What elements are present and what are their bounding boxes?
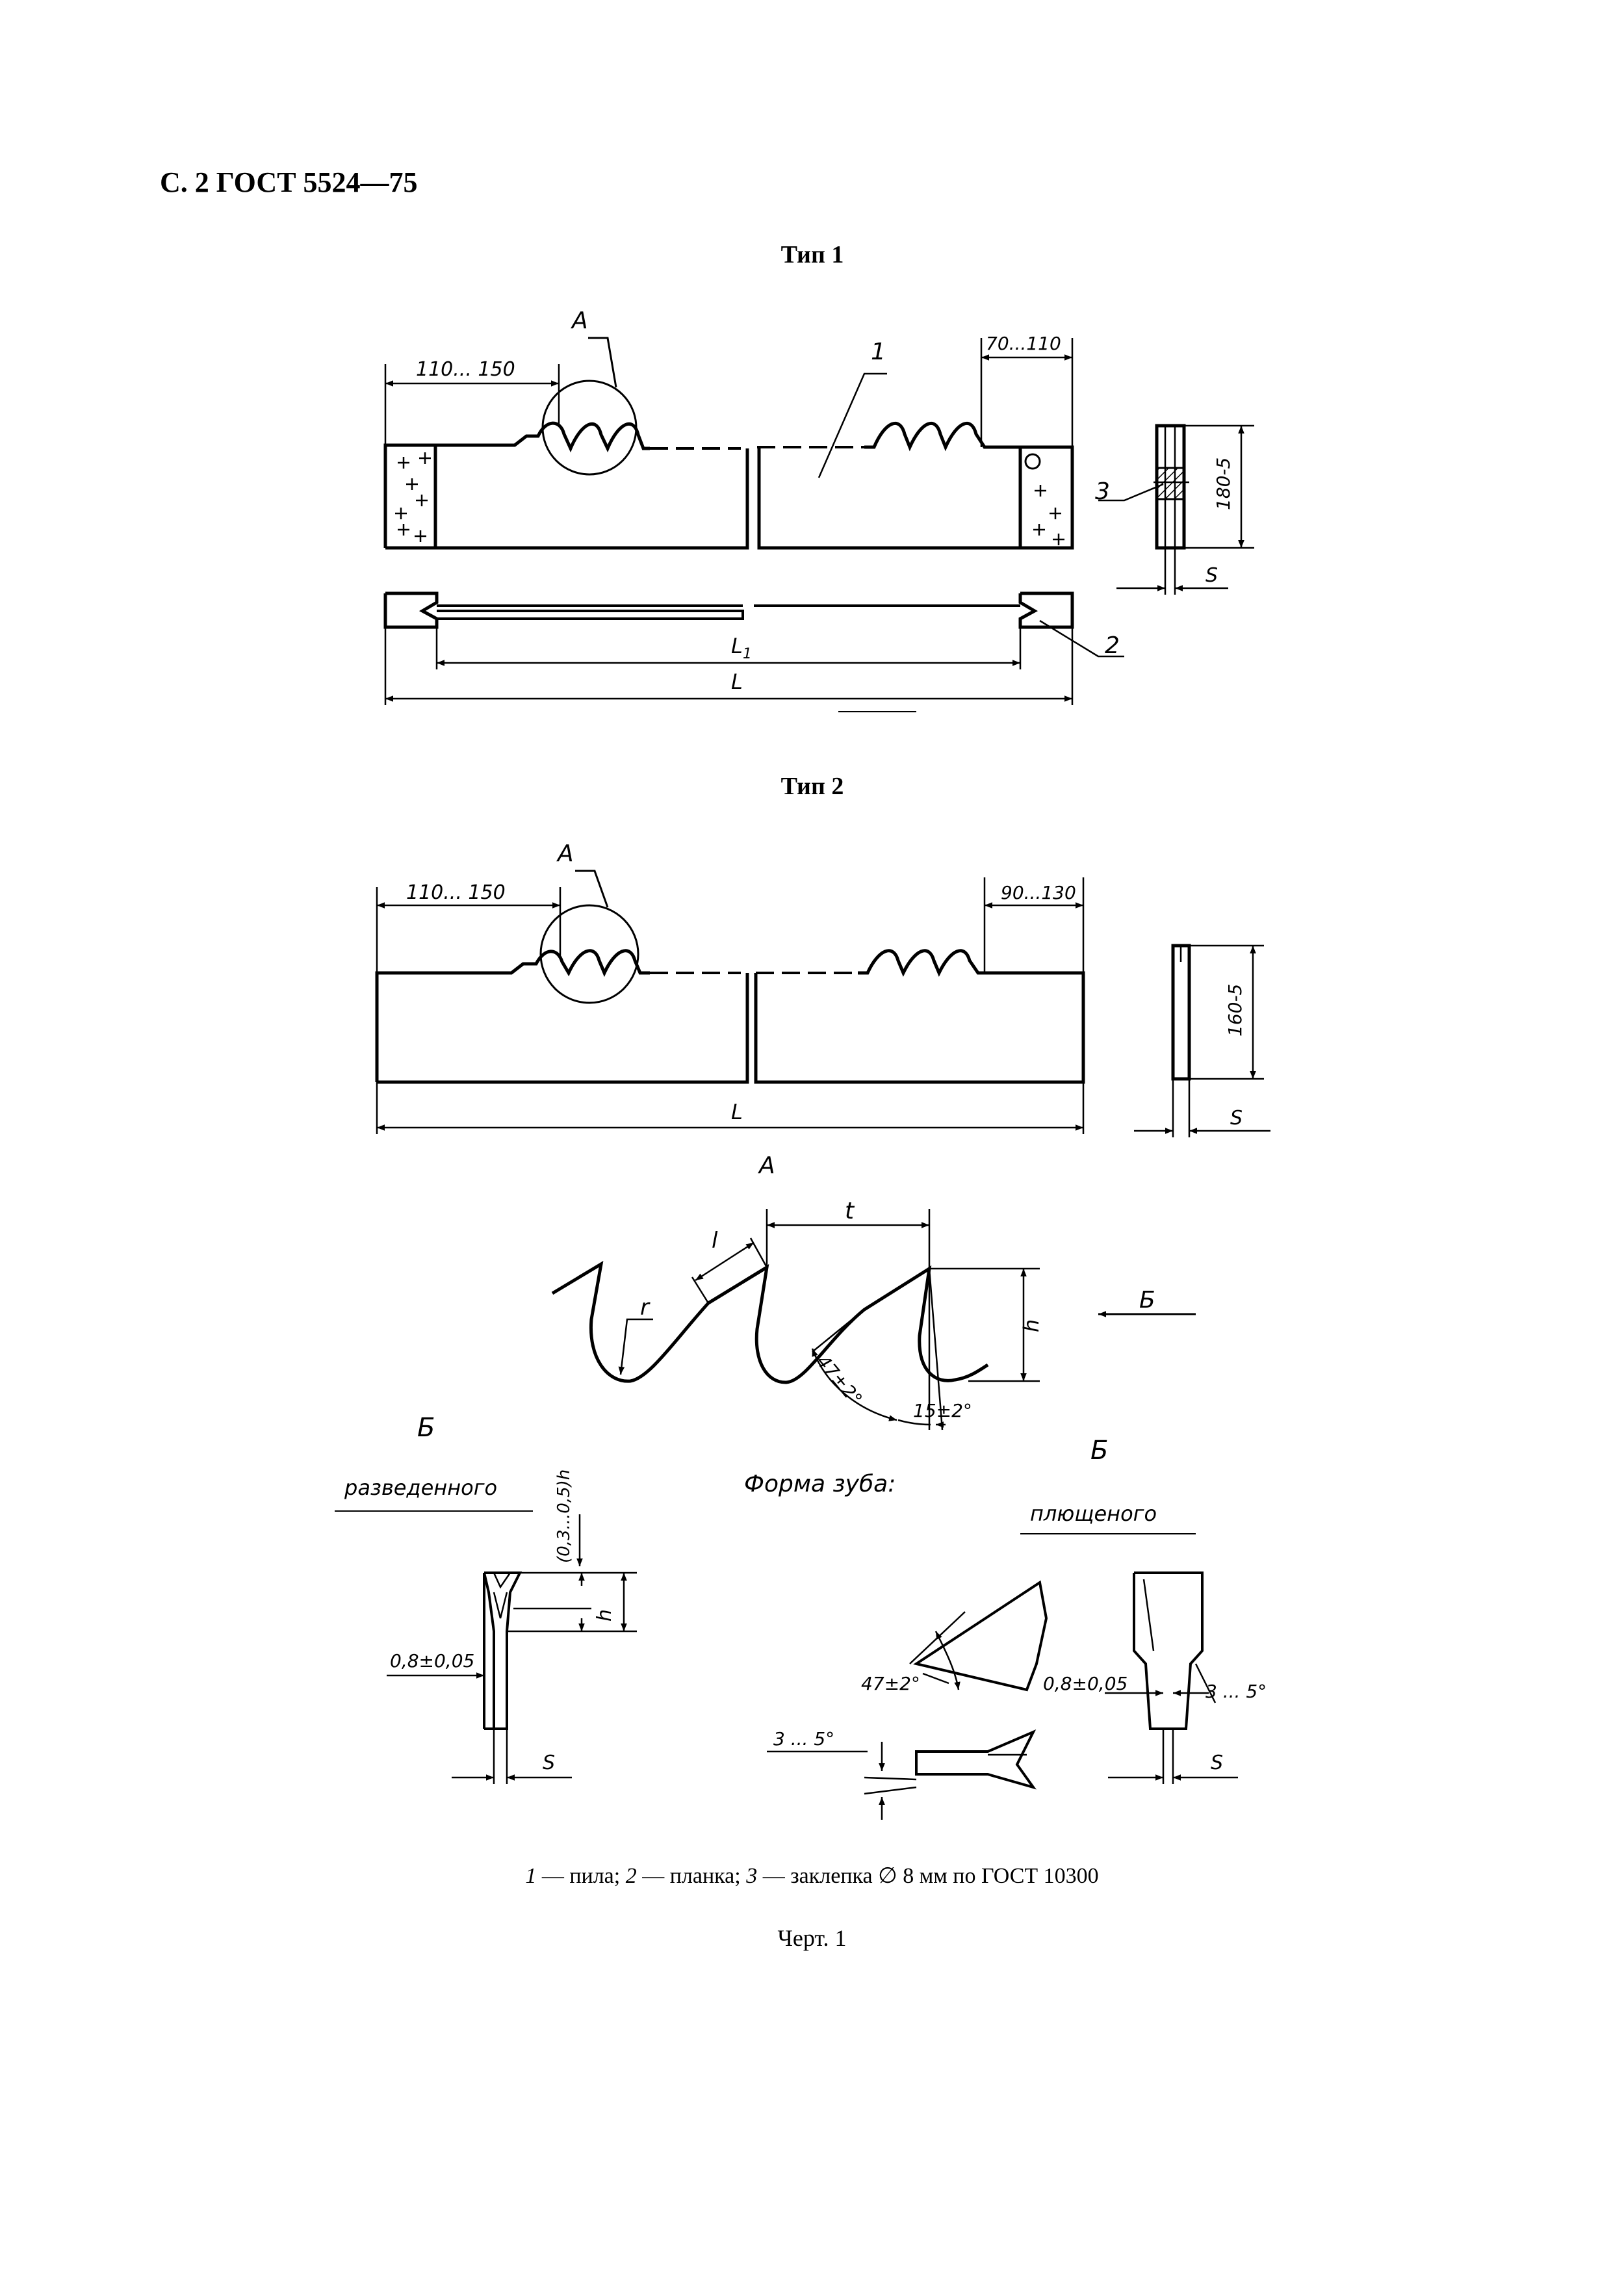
type1-dim-l1-sub: 1 [743,646,752,662]
swaged-tooth-dim-s: S [1211,1752,1223,1774]
type1-dim-left: 110... 150 [416,358,515,381]
set-tooth-dim-h: h [593,1609,616,1622]
detail-a-angle-47: 47±2° [812,1351,867,1410]
set-tooth-view [335,1510,637,1784]
page-header: С. 2 ГОСТ 5524—75 [160,166,418,198]
legend-text-1: — пила; [536,1864,626,1888]
legend-text-2: — планка; [636,1864,747,1888]
type2-dim-right: 90...130 [1001,882,1076,903]
set-tooth-dim-tol: 0,8±0,05 [390,1650,474,1672]
type1-pos-rivet: 3 [1095,478,1110,505]
tooth-shape-view [767,1580,1048,1820]
type1-dim-l1: L1 [731,634,752,662]
detail-a-tooth-profile [551,1209,1196,1430]
detail-a-dim-l: l [712,1228,718,1254]
type1-dim-right: 70...110 [986,333,1061,354]
tooth-shape-angle-47: 47±2° [861,1673,920,1694]
type1-rivet-marks [395,452,1064,545]
swaged-tooth-view [1020,1533,1238,1784]
type2-front-view [375,870,1085,1134]
detail-a-view-b: Б [1139,1287,1155,1313]
type1-dim-l: L [731,669,743,694]
type1-dim-l1-main: L [731,634,743,658]
type1-pos-saw: 1 [871,339,886,365]
figure-legend: 1 — пила; 2 — планка; 3 — заклепка ∅ 8 м… [0,1863,1624,1889]
type2-dim-height: 160-5 [1224,984,1246,1037]
type1-pos-plate: 2 [1105,632,1120,659]
detail-a-dim-t: t [845,1198,855,1224]
type2-dim-l: L [731,1100,743,1124]
set-tooth-dim-depth: (0,3...0,5)h [554,1469,574,1563]
legend-num-2: 2 [625,1864,637,1888]
type2-view-label: А [556,840,574,867]
detail-a-dim-r: r [640,1295,651,1321]
legend-num-1: 1 [525,1864,537,1888]
type1-top-view [383,591,1124,712]
type1-title: Тип 1 [780,241,844,268]
type1-dim-s: S [1205,564,1218,587]
set-tooth-dim-s: S [543,1752,555,1774]
set-tooth-view-label: Б [417,1413,435,1443]
detail-a-label: А [758,1152,775,1179]
type2-dim-left: 110... 150 [406,881,506,904]
type1-section-view [1098,424,1254,595]
detail-a-dim-h: h [1019,1319,1044,1332]
tooth-shape-angle-3-5: 3 ... 5° [773,1728,834,1750]
type1-view-label: А [571,307,588,334]
swaged-tooth-dim-tol: 0,8±0,05 [1043,1673,1128,1694]
detail-a-angle-15: 15±2° [913,1400,972,1421]
type2-dim-s: S [1230,1107,1243,1130]
type2-section-view [1134,944,1270,1137]
type2-title: Тип 2 [780,773,844,800]
figure-label: Черт. 1 [777,1925,847,1951]
legend-num-3: 3 [746,1864,758,1888]
type1-dim-height: 180-5 [1213,458,1234,510]
legend-text-3: — заклепка ∅ 8 мм по ГОСТ 10300 [757,1864,1099,1888]
swaged-tooth-angle: 3 ... 5° [1205,1681,1267,1702]
swaged-tooth-title: плющеного [1030,1501,1157,1526]
type1-front-view [383,337,1074,550]
swaged-tooth-view-label: Б [1090,1436,1108,1466]
tooth-shape-title: Форма зуба: [744,1471,896,1497]
set-tooth-title: разведенного [344,1475,497,1500]
